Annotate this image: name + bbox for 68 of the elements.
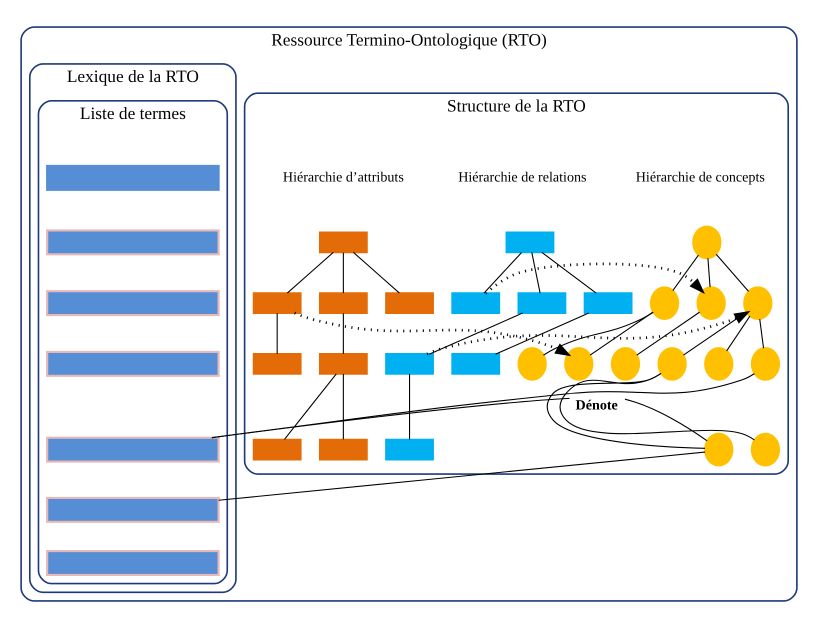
connector — [212, 373, 755, 438]
node-box — [252, 353, 302, 375]
connector — [342, 313, 344, 354]
node-label: Hiérarchie d’attributs — [282, 170, 404, 186]
connector — [429, 312, 523, 355]
connector — [672, 254, 699, 291]
connector — [636, 312, 700, 356]
node-bar — [46, 436, 220, 463]
node-bar — [46, 229, 220, 256]
node-circle — [692, 226, 722, 260]
connector — [218, 452, 706, 501]
connector — [212, 397, 708, 442]
connector — [542, 252, 596, 294]
node-box — [318, 232, 368, 254]
node-circle — [704, 432, 734, 466]
node-box — [318, 438, 368, 460]
arrow — [426, 310, 750, 356]
node-box — [451, 353, 500, 375]
node-box — [506, 232, 554, 254]
node-label: Hiérarchie de concepts — [636, 170, 765, 186]
node-box — [385, 292, 434, 314]
node-bar — [46, 164, 220, 191]
node-circle — [518, 347, 547, 381]
connector — [484, 252, 522, 294]
node-circle — [657, 347, 687, 381]
node-circle — [750, 347, 780, 381]
connector — [276, 313, 278, 354]
node-box — [451, 292, 500, 314]
connector — [590, 312, 654, 356]
node-circle — [696, 286, 726, 320]
node-circle — [750, 432, 780, 466]
connector — [716, 254, 749, 292]
node-bar — [46, 550, 220, 576]
node-box — [584, 292, 632, 314]
connector — [707, 258, 711, 288]
node-box — [385, 353, 434, 375]
connector — [546, 373, 705, 449]
node-box — [318, 292, 368, 314]
node-box — [318, 353, 368, 375]
node-bar — [46, 496, 220, 523]
connector — [726, 316, 750, 352]
node-label: Hiérarchie de relations — [458, 170, 587, 186]
node-circle — [610, 347, 640, 381]
connector — [353, 252, 400, 294]
connector — [531, 252, 541, 294]
connector — [342, 374, 344, 440]
arrow — [484, 262, 705, 294]
cluster: Liste de termes — [38, 100, 228, 584]
node-bar — [46, 350, 220, 377]
connector — [342, 252, 344, 294]
node-circle — [704, 347, 734, 381]
node-box — [252, 438, 302, 460]
connector — [286, 252, 334, 294]
node-box — [385, 438, 434, 460]
connector — [284, 374, 337, 440]
node-circle — [564, 347, 594, 381]
connector — [495, 312, 590, 355]
node-box — [518, 292, 566, 314]
connector — [759, 318, 764, 348]
connector — [543, 312, 654, 356]
connector — [560, 372, 755, 440]
node-circle — [743, 286, 772, 320]
arrow — [294, 312, 572, 356]
connector — [409, 374, 410, 440]
node-circle — [650, 286, 680, 320]
edge-label: Dénote — [576, 397, 618, 414]
node-bar — [46, 290, 220, 316]
node-box — [252, 292, 302, 314]
